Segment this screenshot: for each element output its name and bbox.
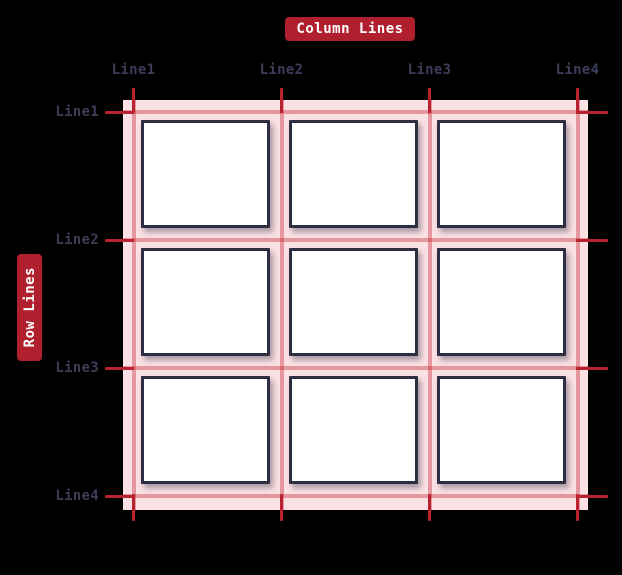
row-line-label-3: Line3 (55, 360, 99, 376)
grid-cell (289, 120, 418, 228)
column-line-2-bottom-tick (280, 494, 283, 521)
column-line-1 (131, 100, 136, 510)
grid-cell (437, 248, 566, 356)
grid-cell (289, 248, 418, 356)
row-line-3-right-tick (576, 366, 608, 370)
grid-cell (437, 376, 566, 484)
column-line-4-top-tick (576, 88, 579, 113)
column-line-3 (427, 100, 432, 510)
grid-cell (141, 120, 270, 228)
column-line-1-top-tick (132, 88, 135, 113)
row-line-2-left-tick (105, 238, 134, 242)
row-line-label-2: Line2 (55, 232, 99, 248)
column-line-label-4: Line4 (555, 62, 600, 78)
column-line-label-3: Line3 (407, 62, 452, 78)
row-line-1 (123, 110, 588, 114)
column-line-3-top-tick (428, 88, 431, 113)
column-line-label-1: Line1 (111, 62, 156, 78)
grid-cell (437, 120, 566, 228)
row-line-label-4: Line4 (55, 488, 99, 504)
row-line-3-left-tick (105, 366, 134, 370)
row-line-1-left-tick (105, 110, 134, 114)
column-line-2-top-tick (280, 88, 283, 113)
row-line-1-right-tick (576, 110, 608, 114)
column-line-1-bottom-tick (132, 494, 135, 521)
column-line-4 (575, 100, 580, 510)
column-line-2 (279, 100, 284, 510)
row-lines-badge: Row Lines (17, 254, 42, 361)
row-line-4-right-tick (576, 494, 608, 498)
row-lines-badge-label: Row Lines (21, 267, 38, 348)
column-lines-badge: Column Lines (285, 17, 415, 41)
column-line-label-2: Line2 (259, 62, 304, 78)
row-line-2-right-tick (576, 238, 608, 242)
row-line-2 (123, 238, 588, 242)
row-line-4 (123, 494, 588, 498)
row-line-3 (123, 366, 588, 370)
grid-cell (141, 376, 270, 484)
grid-cell (141, 248, 270, 356)
grid-cell (289, 376, 418, 484)
column-line-4-bottom-tick (576, 494, 579, 521)
row-line-4-left-tick (105, 494, 134, 498)
column-line-3-bottom-tick (428, 494, 431, 521)
row-line-label-1: Line1 (55, 104, 99, 120)
